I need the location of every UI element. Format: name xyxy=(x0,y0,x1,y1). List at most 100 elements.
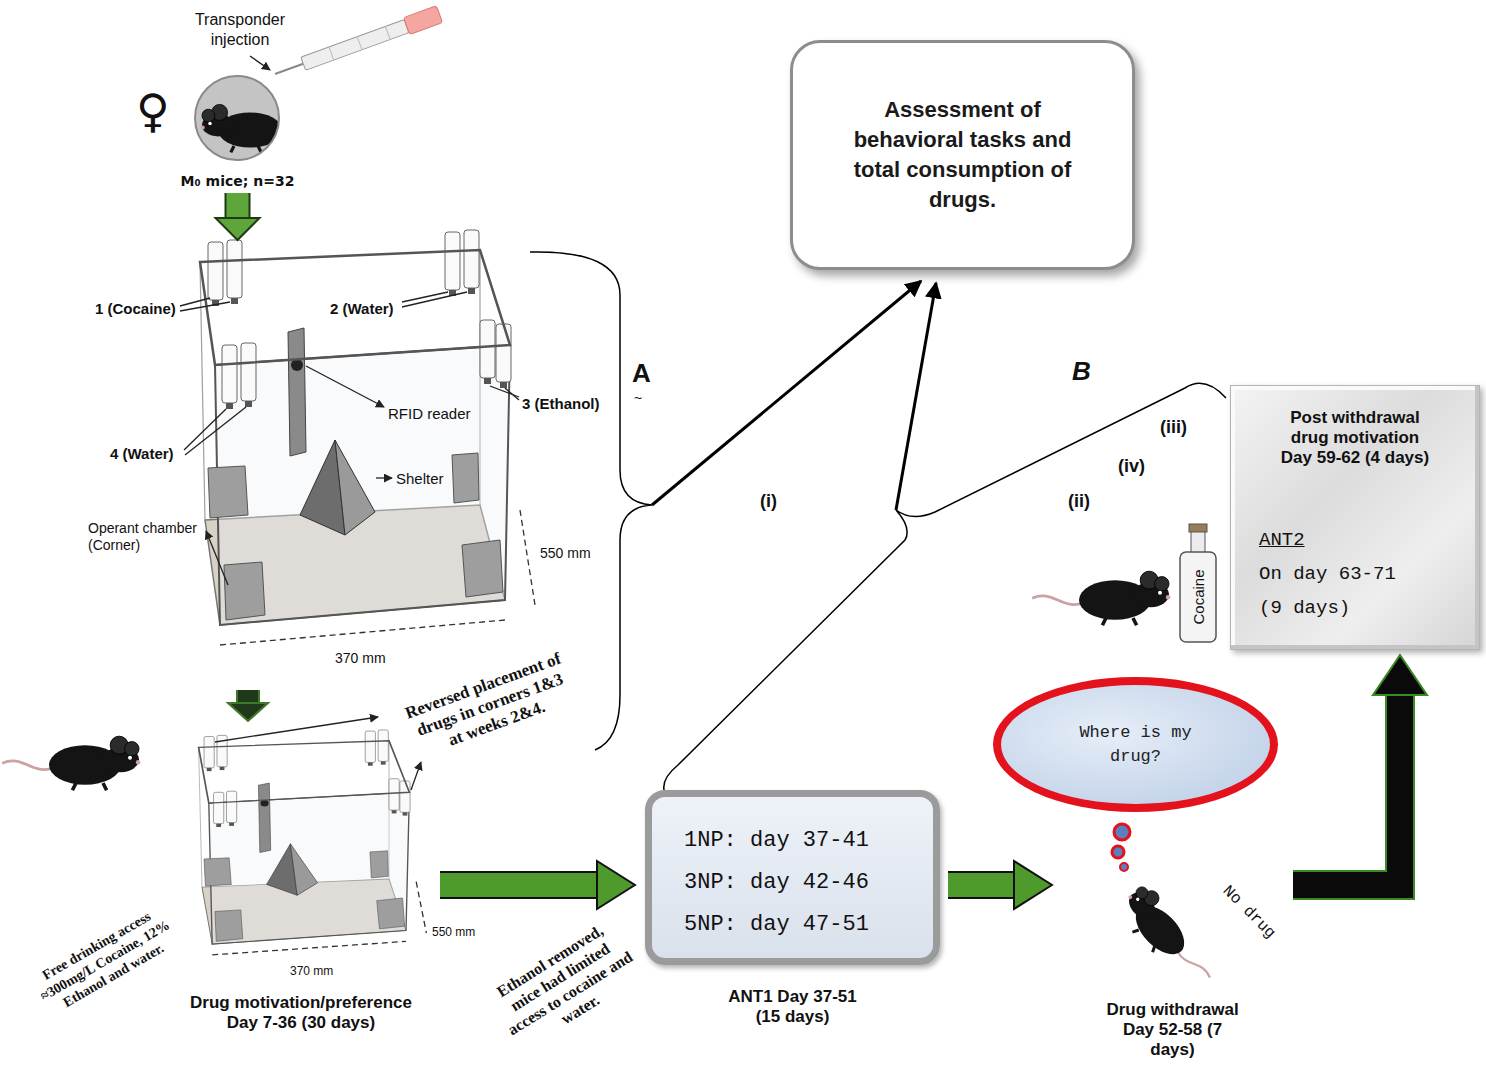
dimension: 370 mm xyxy=(290,964,333,978)
test-box: 1NP: day 37-41 3NP: day 42-46 5NP: day 47-… xyxy=(645,790,940,1040)
drawing-rect xyxy=(403,6,442,35)
drawing-use xyxy=(2,736,140,790)
dimension: 370 mm xyxy=(335,650,386,667)
cage-phase: Drug motivation/preference Day 7-36 (30 … xyxy=(170,725,432,1033)
arrow-shaft xyxy=(227,193,249,218)
drawing-g xyxy=(201,104,324,152)
part-label: Operant chamber (Corner) xyxy=(88,520,206,554)
roman-numeral: (ii) xyxy=(1068,490,1090,512)
drawing-circle xyxy=(1114,824,1130,840)
drawing-use xyxy=(1032,571,1170,625)
schedule-line: 5NP: day 47-51 xyxy=(684,911,933,939)
dimension: 550 mm xyxy=(432,925,475,939)
post-withdrawal-box: Post withdrawal drug motivation Day 59-6… xyxy=(1230,385,1480,650)
tilde-mark: ~ xyxy=(634,390,642,407)
drawing-use xyxy=(201,104,324,152)
drawing-line xyxy=(505,388,519,400)
flow-arrow xyxy=(1293,655,1427,885)
arrow-head xyxy=(597,861,635,909)
roman-numeral: (iii) xyxy=(1160,416,1187,438)
drawing-circle xyxy=(195,76,279,160)
drawing-line xyxy=(402,292,467,307)
arrow-shaft-outline xyxy=(225,193,251,218)
arrow-shaft xyxy=(1293,695,1400,885)
test-box-frame: 1NP: day 37-41 3NP: day 42-46 5NP: day 47-… xyxy=(645,790,940,965)
arrow-shaft-outline xyxy=(948,871,1014,899)
drawing-line xyxy=(357,37,362,50)
box-text: M₀ mice; n=32 xyxy=(181,173,295,190)
arrow-head xyxy=(1014,861,1052,909)
drawing-rect xyxy=(1191,530,1205,554)
arrow-head xyxy=(228,703,268,721)
drawing-line xyxy=(185,407,246,455)
schedule-line: 1NP: day 37-41 xyxy=(684,827,933,855)
flow-arrow xyxy=(216,193,260,240)
bottle-label: Cocaine xyxy=(1189,569,1207,624)
corner-label: 1 (Cocaine) xyxy=(95,300,176,318)
arrow-shaft-outline xyxy=(1293,695,1400,885)
arrow-head xyxy=(216,218,260,240)
box-text: Post withdrawal drug motivation Day 59-6… xyxy=(1275,408,1435,468)
drawing-rect xyxy=(301,20,409,71)
box-text: Drug withdrawal Day 52-58 (7 days) xyxy=(1100,1000,1245,1062)
drawing-line xyxy=(180,298,210,306)
box-subtext: ANT2 xyxy=(1259,523,1305,557)
arrow-shaft-outline xyxy=(236,690,260,703)
drawing-line xyxy=(652,281,921,505)
box-subtext: On day 63-71 (9 days) xyxy=(1259,557,1409,625)
syringe xyxy=(272,6,443,83)
box-text: Where is my drug? xyxy=(1071,721,1201,769)
mouse-cohort: M₀ mice; n=32 xyxy=(165,76,310,190)
home-cage-drawing xyxy=(200,230,535,645)
home-cage-drawing xyxy=(199,730,427,955)
drawing-use xyxy=(1113,880,1226,993)
drawing-line xyxy=(184,409,226,450)
withdrawal-phase: Drug withdrawal Day 52-58 (7 days) xyxy=(1060,870,1285,1062)
part-label: RFID reader xyxy=(388,405,471,423)
drawing-circle xyxy=(1112,846,1124,858)
drawing-line xyxy=(411,762,421,790)
bracket-letter: A xyxy=(632,358,651,389)
roman-numeral: (iv) xyxy=(1118,455,1145,477)
box-text: Drug motivation/preference Day 7-36 (30 … xyxy=(181,993,421,1033)
note-text: Transponder injection xyxy=(185,10,295,50)
flow-arrow xyxy=(948,861,1052,909)
note-text: No drug xyxy=(1218,882,1279,943)
corner-label: 3 (Ethanol) xyxy=(522,395,600,413)
drawing-line xyxy=(376,477,392,478)
roman-numeral: (i) xyxy=(760,490,777,512)
part-label: Shelter xyxy=(396,470,444,488)
drawing-line xyxy=(250,56,270,70)
female-symbol: ♀ xyxy=(136,84,170,139)
arrow-shaft-outline xyxy=(440,871,597,899)
drawing-path xyxy=(664,383,1226,790)
assessment-box: Assessment of behavioral tasks and total… xyxy=(790,40,1135,270)
drawing-line xyxy=(402,292,448,302)
home-cage: 1 (Cocaine) 2 (Water) 3 (Ethanol) 4 (Water) xyxy=(80,245,615,685)
drawing-line xyxy=(306,366,384,407)
corner-label: 2 (Water) xyxy=(330,300,394,318)
drawing-line xyxy=(385,26,390,39)
note-text: Ethanol removed, mice had limited access… xyxy=(481,913,648,1057)
box-subtext: ANT1 Day 37-51 (15 days) xyxy=(718,987,868,1027)
drawing-line xyxy=(180,302,230,311)
note-text: Free drinking access ≈300mg/L Cocaine, 1… xyxy=(23,898,187,1022)
box-text: Assessment of behavioral tasks and total… xyxy=(838,95,1088,215)
schedule-line: 3NP: day 42-46 xyxy=(684,869,933,897)
dimension: 550 mm xyxy=(540,545,591,562)
arrow-head xyxy=(1373,655,1427,695)
drawing-line xyxy=(896,283,936,510)
flow-arrow xyxy=(440,861,635,909)
note-text: Reversed placement of drugs in corners 1… xyxy=(400,648,580,763)
drawing-line xyxy=(275,64,303,74)
drawing-circle xyxy=(1120,863,1128,871)
drawing-line xyxy=(329,47,334,60)
flow-arrow xyxy=(228,690,268,721)
drawing-line xyxy=(215,717,378,742)
drawing-rect xyxy=(1189,524,1207,532)
drawing-line xyxy=(206,531,228,585)
arrow-shaft xyxy=(238,690,258,703)
arrow-shaft xyxy=(440,873,597,897)
corner-label: 4 (Water) xyxy=(110,445,174,463)
drawing-line xyxy=(490,386,519,397)
